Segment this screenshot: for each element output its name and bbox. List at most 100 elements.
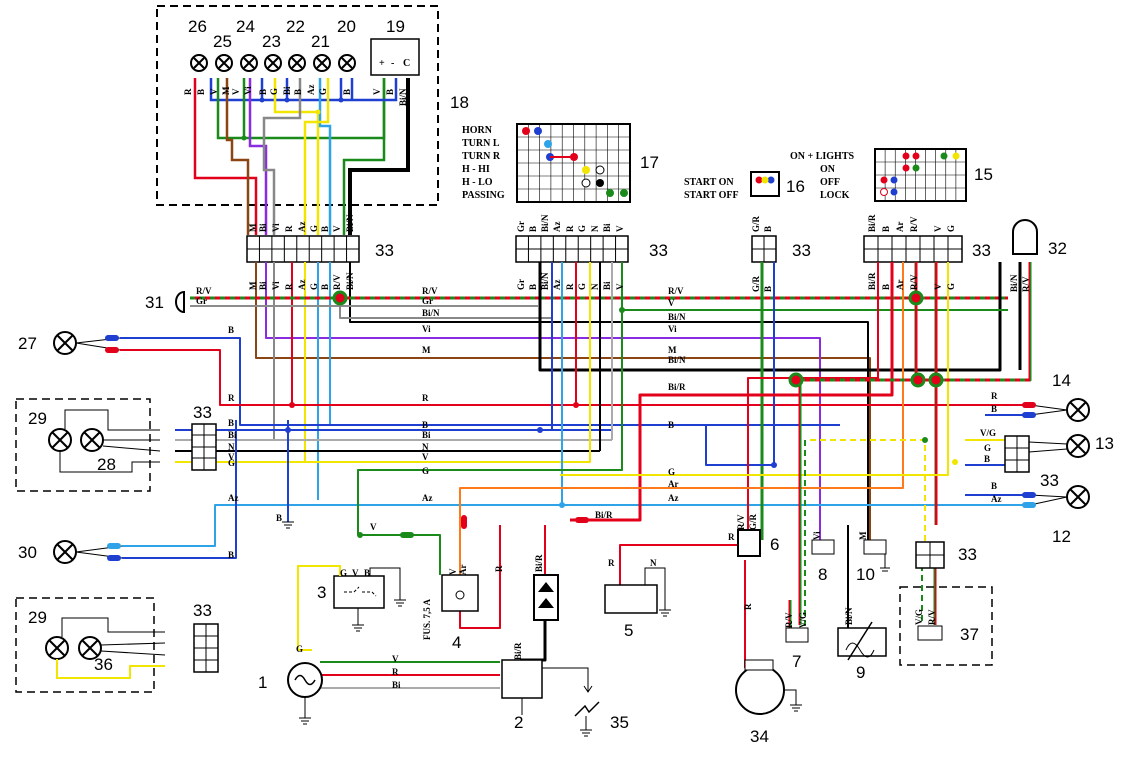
diode-block: [533, 574, 559, 621]
label-22: 22: [286, 17, 305, 36]
wire-code-label: G: [309, 225, 319, 232]
wire-code-label: Az: [297, 222, 307, 233]
wire-code-label: Vi: [271, 281, 281, 290]
svg-text:N: N: [422, 442, 429, 452]
dashboard-lamp: [288, 54, 306, 72]
wire-code-label: Az: [297, 280, 307, 291]
wire-code-label: R: [284, 225, 294, 232]
wire-code-label: V: [332, 225, 342, 232]
svg-text:H - LO: H - LO: [462, 177, 493, 188]
wire-code-label: M: [858, 531, 868, 540]
label-32: 32: [1048, 239, 1067, 258]
label-33-b: 33: [649, 241, 668, 260]
inline-connectors: [105, 335, 1036, 561]
label-3: 3: [317, 583, 326, 602]
wire-code-label: Bi/N: [398, 88, 408, 106]
wire-code-label: Bi/N: [540, 272, 550, 290]
wire-code-label: V/G: [798, 612, 808, 628]
wire-code-label: B: [763, 226, 773, 232]
svg-text:Bi/R: Bi/R: [668, 382, 686, 392]
svg-text:V/G: V/G: [980, 428, 996, 438]
component-9: [837, 627, 887, 657]
component-19-box: [370, 38, 420, 76]
wire-code-label: Bi/N: [540, 214, 550, 232]
wire-code-label: R: [743, 603, 753, 610]
wire-code-label: G: [946, 283, 956, 290]
start-off: START OFF: [684, 190, 739, 201]
wire-code-label: Bi/R: [867, 272, 877, 290]
label-35: 35: [610, 713, 629, 732]
svg-text:V: V: [392, 654, 399, 664]
wire-code-label: M: [248, 223, 258, 232]
switch-17-labels: HORN TURN L TURN R H - HI H - LO PASSING: [462, 125, 505, 201]
label-33-f: 33: [193, 601, 212, 620]
dashboard-lamps: [190, 54, 356, 72]
component-34-motor: [735, 665, 785, 715]
label-36: 36: [94, 655, 113, 674]
connector-33-dash: [246, 235, 360, 263]
connector-33-17: [515, 235, 629, 263]
svg-text:PASSING: PASSING: [462, 190, 505, 201]
dashboard-wiring: [193, 78, 410, 235]
wire-code-label: B: [385, 89, 395, 95]
svg-text:R: R: [991, 391, 998, 401]
fuse-label: FUS. 7,5 A: [422, 598, 432, 640]
wire-code-label: Bi/R: [867, 214, 877, 232]
wire-code-label: N: [590, 225, 600, 232]
wire-code-label: G: [318, 88, 328, 95]
wire-code-label: R/V: [909, 216, 919, 232]
wire-code-label: Bi: [258, 281, 268, 290]
svg-text:Vi: Vi: [668, 324, 677, 334]
wire-code-label: Bi: [602, 281, 612, 290]
component-35-spark: [574, 701, 600, 717]
box-29-36: [15, 597, 155, 693]
dashboard-lamp: [240, 54, 258, 72]
connector-33-16: [751, 235, 777, 263]
relay19-minus: -: [391, 58, 394, 69]
wire-code-label: Bi/R: [534, 554, 544, 572]
wire-code-label: Ar: [458, 565, 468, 576]
dashboard-lamp: [338, 54, 356, 72]
svg-text:G: G: [668, 467, 675, 477]
svg-text:Bi: Bi: [228, 430, 237, 440]
wire-code-label: Vi: [243, 86, 253, 95]
label-37: 37: [960, 625, 979, 644]
dashboard-box-18: [156, 5, 439, 206]
label-21: 21: [311, 32, 330, 51]
component-5-battery: [604, 584, 658, 614]
label-33-e: 33: [193, 403, 212, 422]
svg-text:Bi: Bi: [422, 430, 431, 440]
label-14: 14: [1052, 371, 1071, 390]
svg-text:V: V: [668, 298, 675, 308]
svg-text:Vi: Vi: [422, 324, 431, 334]
svg-text:R/V: R/V: [422, 286, 438, 296]
label-19: 19: [386, 17, 405, 36]
wire-code-label: N: [590, 283, 600, 290]
label-10: 10: [856, 565, 875, 584]
wire-code-label: V/G: [914, 609, 924, 625]
lamp-13: [1004, 434, 1090, 473]
component-3: [333, 575, 385, 609]
wire-code-label: R/V: [784, 612, 794, 628]
wire-code-label: Gr: [516, 279, 526, 290]
wire-code-label: M: [248, 281, 258, 290]
wire-code-label: G: [577, 225, 587, 232]
label-33-c: 33: [792, 241, 811, 260]
wire-code-label: V: [209, 88, 219, 95]
wire-code-label: Bi: [282, 86, 292, 95]
label-16: 16: [786, 177, 805, 196]
wire-code-label: G/R: [751, 215, 761, 232]
svg-text:G: G: [296, 644, 303, 654]
label-13: 13: [1095, 434, 1114, 453]
wire-code-label: V: [372, 88, 382, 95]
label-33-h: 33: [958, 545, 977, 564]
switch-15-labels: ON + LIGHTS ON OFF LOCK: [790, 151, 854, 201]
svg-text:B: B: [422, 420, 428, 430]
svg-text:Bi/N: Bi/N: [668, 355, 686, 365]
component-6-relay: [737, 529, 761, 557]
svg-text:V: V: [422, 452, 429, 462]
svg-text:B: B: [276, 513, 282, 523]
dashboard-lamp: [215, 54, 233, 72]
